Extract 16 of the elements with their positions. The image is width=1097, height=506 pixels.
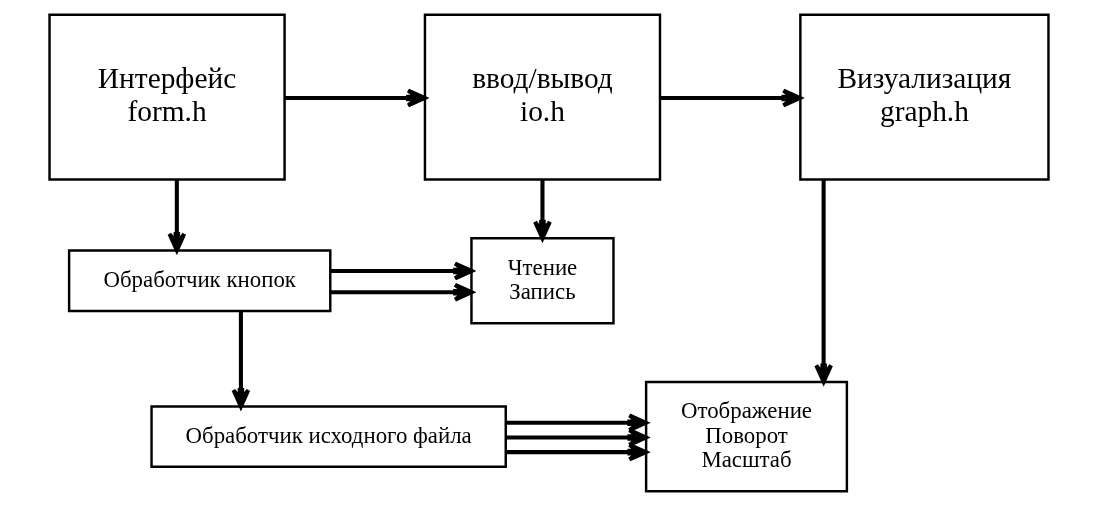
node-box: Обработчик кнопок [67,249,331,313]
node-box: ввод/вывод io.h [423,13,661,181]
node-box: Визуализация graph.h [798,13,1050,181]
arrow [166,179,186,253]
node-box: Интерфейс form.h [47,13,286,181]
node-box: Обработчик исходного файла [149,405,507,469]
arrow [505,428,648,447]
node-box: Отображение Поворот Масштаб [644,380,848,493]
arrow [659,88,802,108]
arrow [532,179,552,241]
node-box: Чтение Запись [469,237,615,325]
arrow [284,88,427,108]
arrow [231,311,250,409]
arrow [505,442,648,462]
arrow [813,179,833,384]
arrow [505,413,648,433]
